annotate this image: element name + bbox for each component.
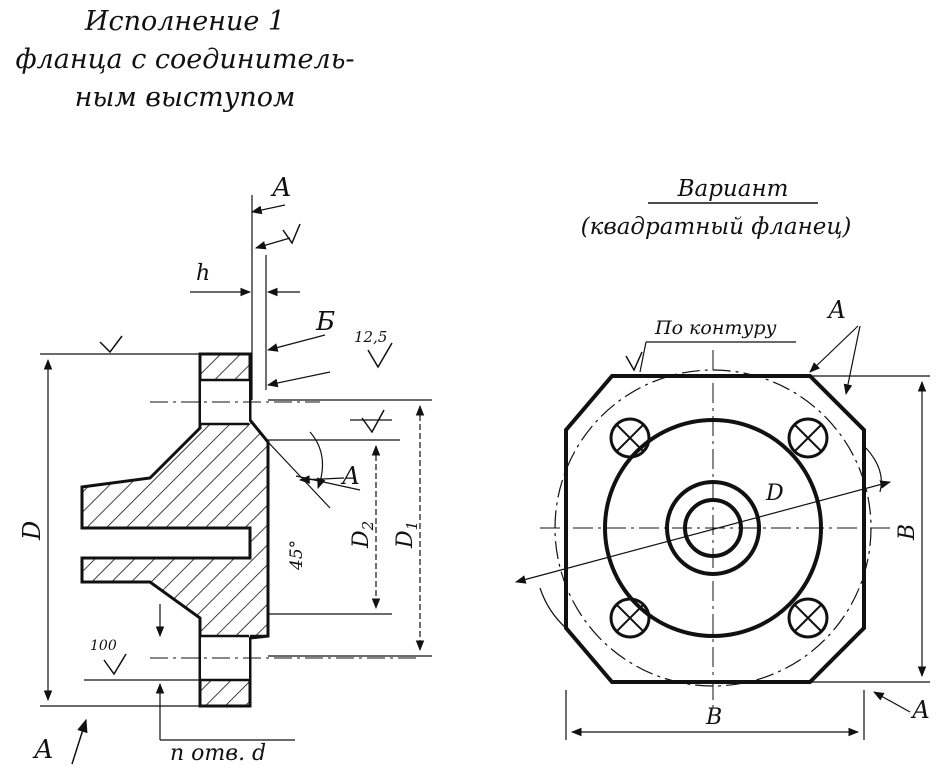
label-section-a-mid: А xyxy=(340,462,360,490)
label-section-a-right-top: А xyxy=(826,296,846,324)
label-d2: D2 xyxy=(349,521,377,549)
label-section-a-bottom: А xyxy=(32,735,54,765)
title-line-3: ным выступом xyxy=(75,82,296,113)
title-line-2: фланца с соединитель- xyxy=(15,44,354,75)
label-angle-45: 45° xyxy=(287,540,307,571)
label-contour: По контуру xyxy=(654,317,777,339)
title-block: Исполнение 1 фланца с соединитель- ным в… xyxy=(15,6,354,113)
label-d-main: D xyxy=(18,521,46,541)
label-b-horizontal: В xyxy=(705,705,722,730)
bolt-holes xyxy=(609,417,829,639)
label-section-b: Б xyxy=(315,307,335,337)
title-line-1: Исполнение 1 xyxy=(84,6,285,37)
label-roughness-12-5: 12,5 xyxy=(354,328,387,346)
label-holes: n отв. d xyxy=(170,741,266,766)
section-marks: А h Б 12,5 xyxy=(190,173,393,400)
flange-section-view xyxy=(80,352,420,708)
holes-annotation: 100 n отв. d А xyxy=(32,604,295,766)
variant-line-1: Вариант xyxy=(677,176,789,202)
square-flange-view: D В В По контуру А А xyxy=(514,296,930,740)
chamfer-annotation: 45° А xyxy=(267,431,360,571)
variant-title: Вариант (квадратный фланец) xyxy=(581,176,852,240)
dimension-d1-d2: D1 D2 xyxy=(268,399,432,657)
variant-line-2: (квадратный фланец) xyxy=(581,214,852,240)
label-roughness-100: 100 xyxy=(90,638,117,654)
dimension-d: D xyxy=(18,335,200,707)
label-h: h xyxy=(196,261,210,286)
label-d-round: D xyxy=(765,481,784,506)
label-d1: D1 xyxy=(393,521,421,549)
label-section-a-top: А xyxy=(270,173,292,203)
label-b-vertical: В xyxy=(895,524,920,541)
label-section-a-right-bottom: А xyxy=(910,696,930,724)
